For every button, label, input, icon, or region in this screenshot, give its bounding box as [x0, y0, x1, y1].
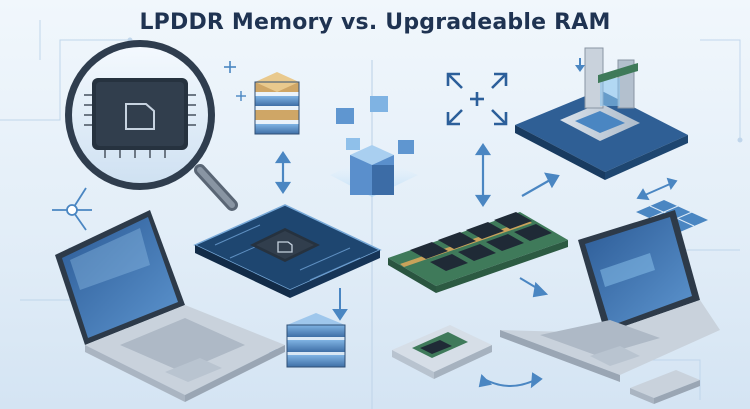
magnifier-icon	[65, 40, 232, 205]
network-node-icon	[52, 188, 92, 230]
plus-icon	[236, 91, 246, 101]
memory-stack-icon	[255, 72, 299, 134]
page-title: LPDDR Memory vs. Upgradeable RAM	[0, 10, 750, 35]
arrow-updown-left	[277, 153, 289, 192]
arrow-curved	[480, 374, 541, 386]
arrow-diagonal	[522, 174, 558, 196]
cube-icon	[330, 96, 418, 197]
expand-arrows-icon	[448, 74, 506, 124]
cpu-socket-board	[515, 48, 688, 180]
mini-module-icon	[630, 370, 700, 404]
memory-stack-icon	[287, 313, 345, 367]
ssd-icon	[392, 325, 492, 379]
arrow-double-diagonal	[638, 179, 676, 199]
arrow-updown-right	[477, 145, 489, 205]
arrow-down-left	[334, 288, 346, 319]
chip-icon	[84, 78, 196, 158]
lpddr-board	[195, 205, 380, 298]
ram-module-icon	[388, 212, 568, 293]
plus-icon	[224, 61, 236, 73]
arrow-down-right	[520, 278, 546, 296]
